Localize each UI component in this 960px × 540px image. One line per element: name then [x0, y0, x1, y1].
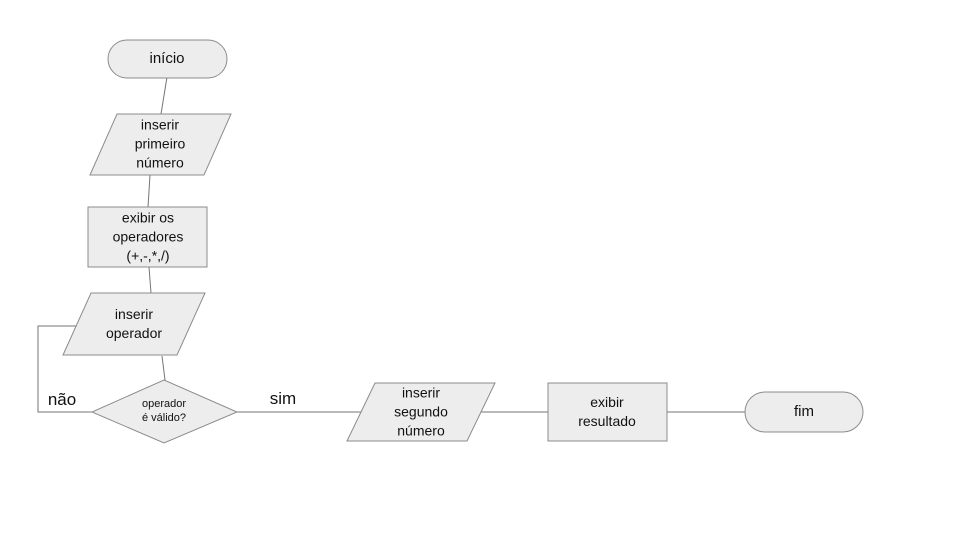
edge-input-operator-to-decision [161, 355, 166, 381]
decision-diamond-shape [90, 379, 239, 444]
show-operators-process-shape [87, 206, 208, 268]
edge-decision-no-loop [37, 325, 92, 413]
input-first-parallelogram-shape [89, 113, 232, 176]
show-result-process-shape [547, 382, 668, 442]
input-operator-parallelogram-shape [62, 292, 206, 356]
input-second-parallelogram-shape [346, 382, 496, 442]
end-terminator-shape [744, 391, 864, 433]
edge-input-first-to-show-operators [147, 174, 151, 208]
edge-show-operators-to-input-operator [148, 266, 152, 294]
start-terminator-shape [107, 39, 228, 79]
edge-start-to-input-first [160, 76, 168, 115]
